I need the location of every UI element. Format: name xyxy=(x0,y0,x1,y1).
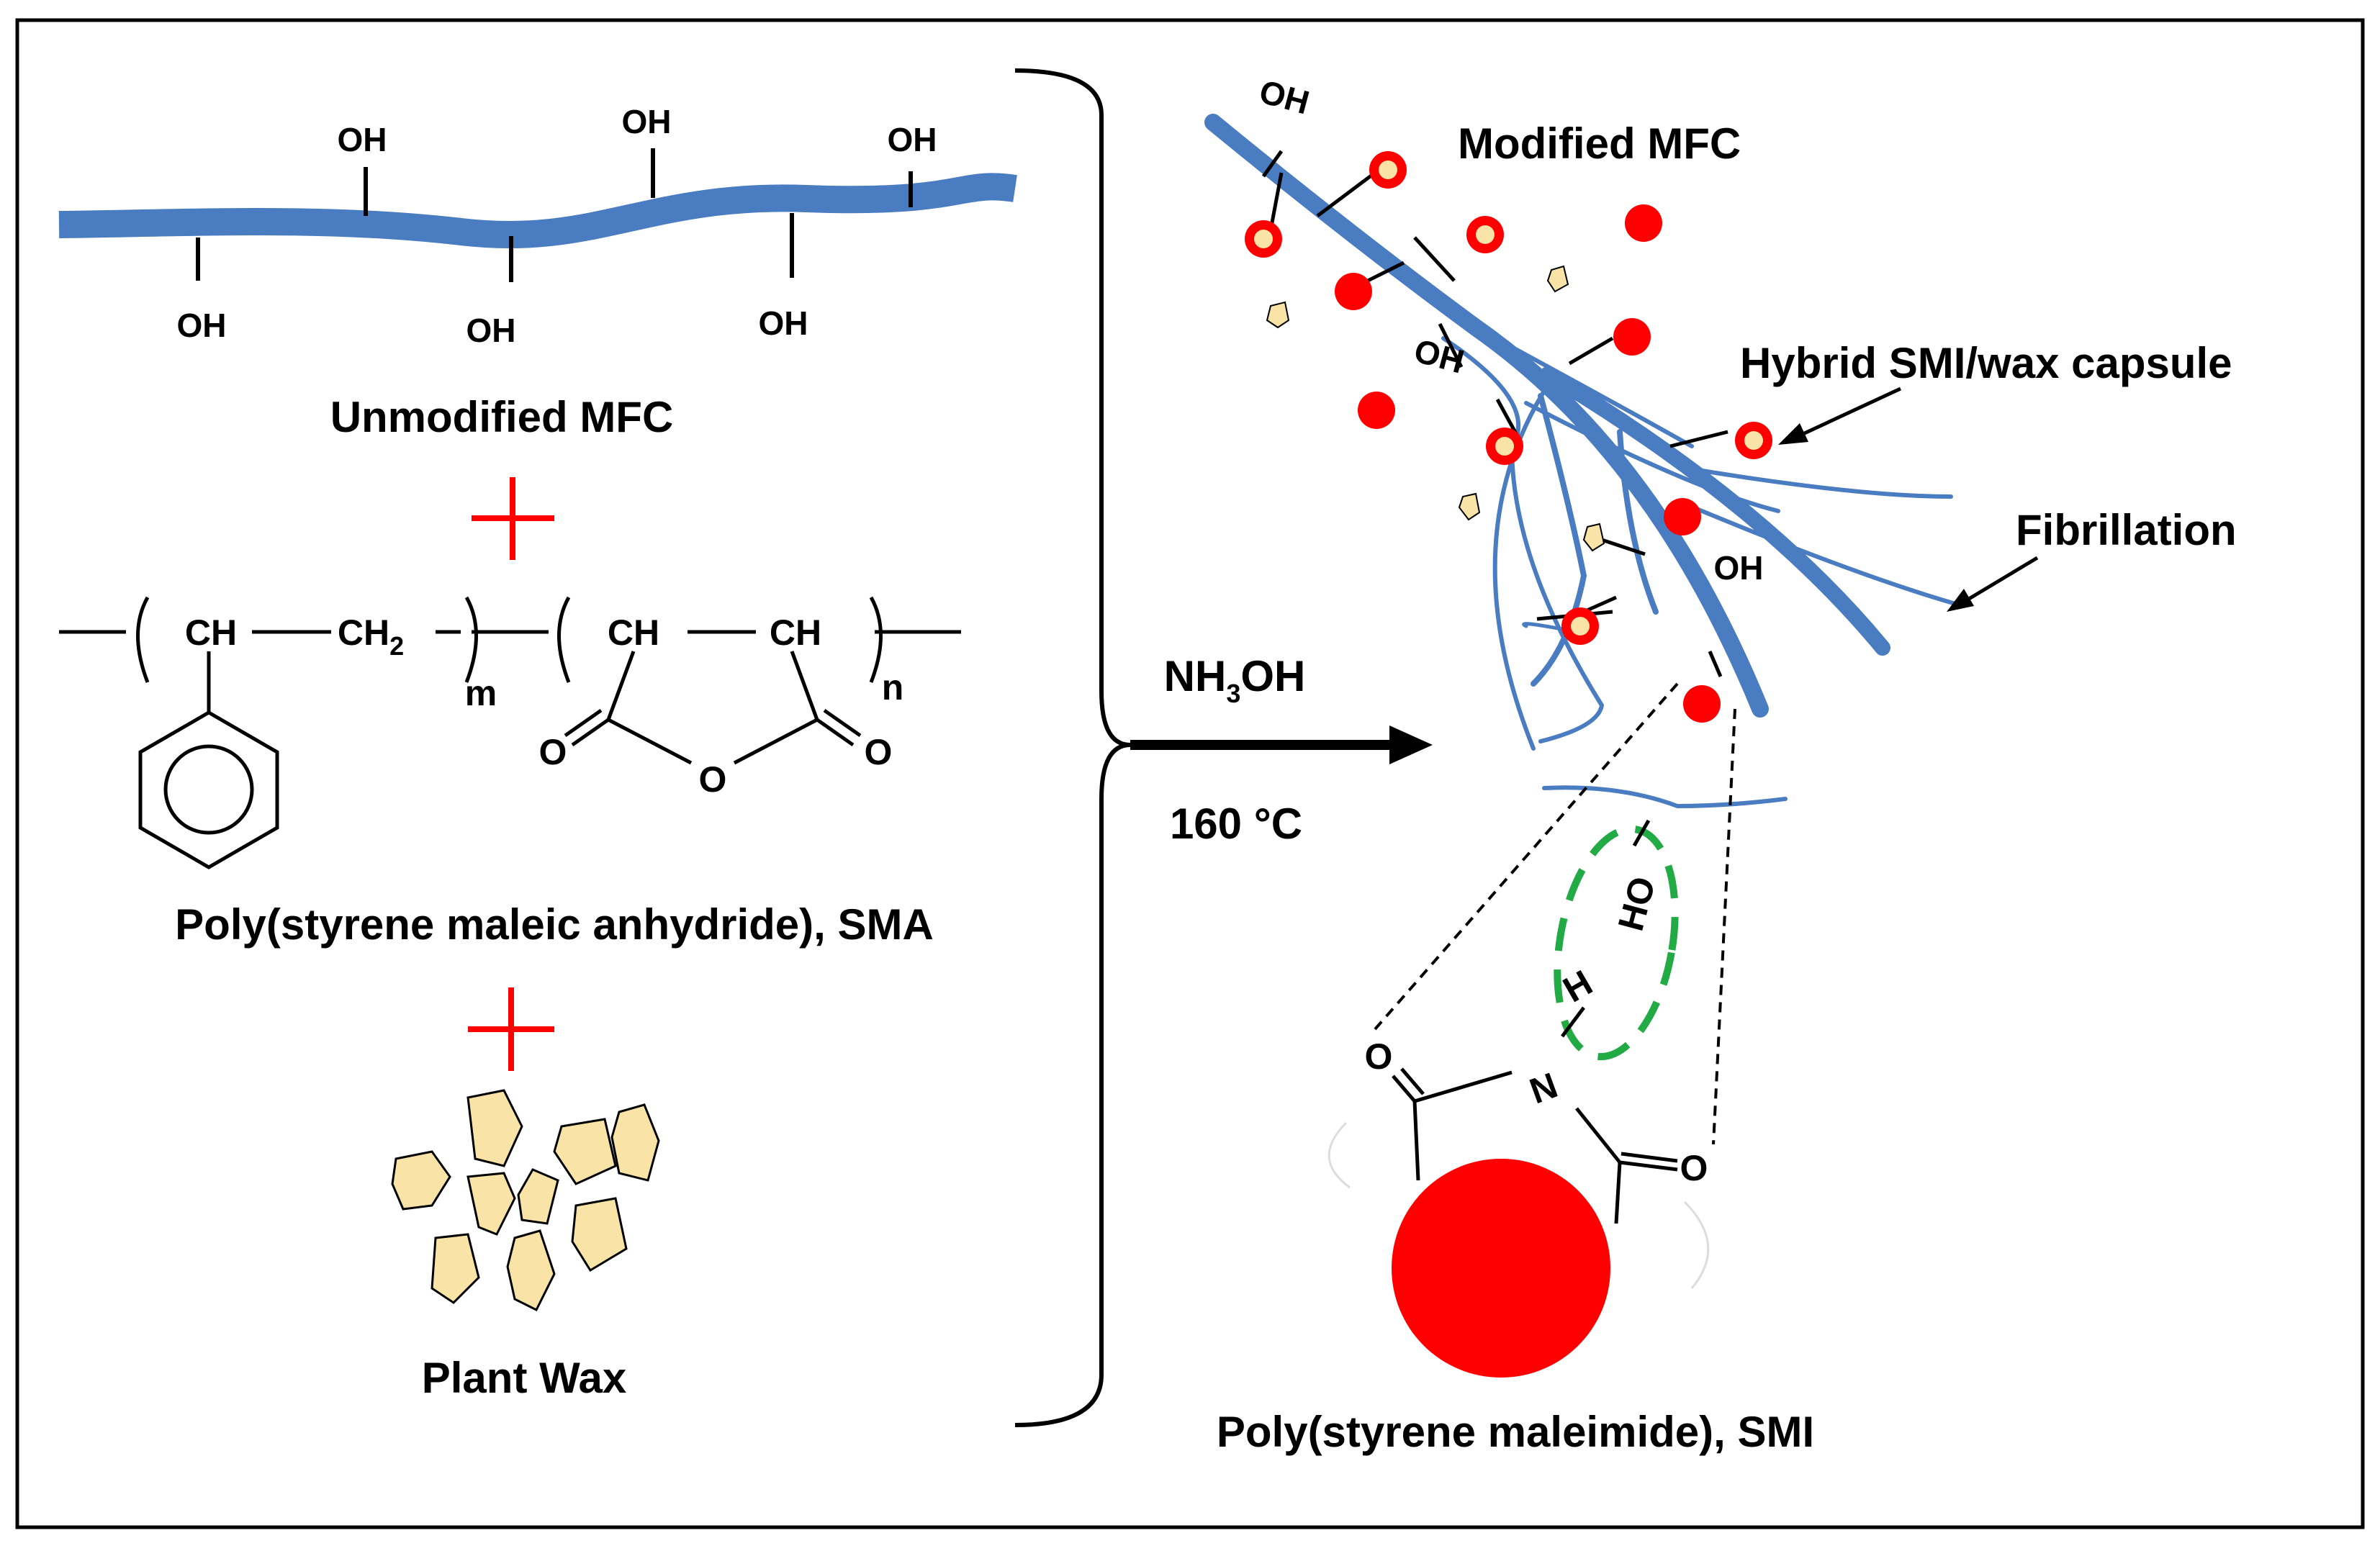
modified-mfc-label: Modified MFC xyxy=(1458,119,1741,168)
oh-label: OH xyxy=(338,121,387,158)
sma-label: Poly(styrene maleic anhydride), SMA xyxy=(175,900,934,949)
reagent-label: NH3OH xyxy=(1164,652,1306,708)
sma-labels: CH CH2 CH CH m n O O O Poly(styrene male… xyxy=(175,612,934,949)
ch-label: CH xyxy=(185,612,237,653)
sma-structure xyxy=(59,596,961,869)
hybrid-capsules xyxy=(1245,151,1772,645)
smi-label: Poly(styrene maleimide), SMI xyxy=(1217,1408,1814,1456)
subscript-m: m xyxy=(465,673,497,713)
ch2-label: CH2 xyxy=(338,612,404,661)
wax-particles xyxy=(1266,265,1605,552)
oh-label: OH xyxy=(622,103,672,140)
oxygen-label: O xyxy=(539,732,567,772)
modified-mfc-fibers xyxy=(1204,114,1960,809)
oh-label: OH xyxy=(466,312,516,349)
reaction-arrow-head xyxy=(1389,725,1433,764)
capsule-label: Hybrid SMI/wax capsule xyxy=(1740,339,2232,387)
oxygen-label: O xyxy=(1680,1148,1708,1188)
oxygen-label: O xyxy=(699,759,727,800)
plant-wax-flakes xyxy=(391,1089,660,1312)
oh-label: OH xyxy=(888,121,937,158)
polymer-sphere xyxy=(1392,1159,1610,1378)
fibrillation-label: Fibrillation xyxy=(2016,506,2237,554)
oxygen-label: O xyxy=(865,732,893,772)
oh-label: OH xyxy=(177,307,227,344)
hydrogen-bond-highlight xyxy=(1554,825,1679,1061)
capsule-arrow xyxy=(1778,386,1902,445)
ch-label: CH xyxy=(608,612,659,653)
subscript-n: n xyxy=(882,667,904,707)
mfc-fiber xyxy=(58,173,1017,249)
figure-frame xyxy=(15,18,2365,1529)
grouping-brace xyxy=(1014,68,1131,1427)
unmodified-mfc: OH OH OH OH OH OH Unmodified MFC xyxy=(58,103,1017,441)
smi-spheres xyxy=(1335,204,1721,723)
fibrillation-arrow xyxy=(1947,556,2039,612)
unmodified-mfc-label: Unmodified MFC xyxy=(330,393,674,441)
oxygen-label: O xyxy=(1365,1036,1393,1077)
oh-label: OH xyxy=(759,304,808,342)
ch-label: CH xyxy=(770,612,821,653)
temperature-label: 160 °C xyxy=(1170,800,1302,848)
plus-icon xyxy=(468,987,554,1071)
zoom-lines xyxy=(1374,682,1736,1145)
plant-wax-label: Plant Wax xyxy=(422,1354,627,1402)
oh-label: OH xyxy=(1714,549,1764,587)
smi-molecule xyxy=(1328,819,1710,1289)
plus-icon xyxy=(472,477,554,560)
